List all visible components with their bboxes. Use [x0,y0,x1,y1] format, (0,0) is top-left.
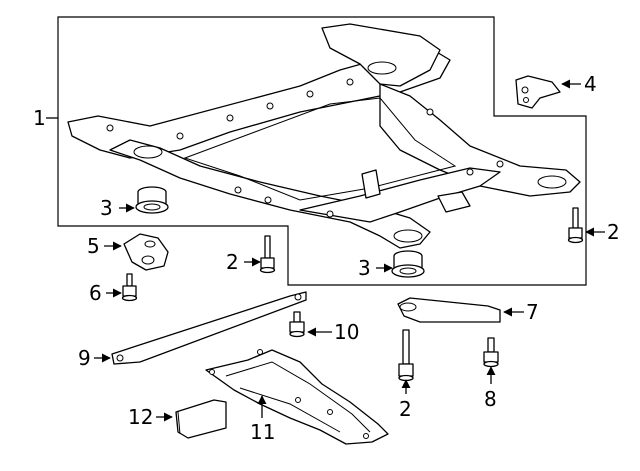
callout-5: 5 [87,234,100,258]
subframe-group-outline [57,16,587,286]
callout-8: 8 [484,387,497,411]
callout-12: 12 [128,405,153,429]
bolt-icon-4 [289,311,305,338]
bracket-icon-2 [123,233,169,271]
splash-shield-icon-2 [175,399,227,439]
callout-3-right: 3 [358,256,371,280]
callout-2-lower: 2 [399,397,412,421]
brace-bar-icon [397,297,501,323]
bolt-icon [567,207,584,244]
callout-7: 7 [526,300,539,324]
callout-10: 10 [334,320,359,344]
rubber-insulator-icon [135,186,169,214]
bolt-icon-3 [121,273,138,302]
brace-bar-icon-2 [111,291,307,365]
bolt-icon-2 [259,235,276,274]
splash-shield-icon [205,349,389,445]
callout-3-left: 3 [100,196,113,220]
callout-6: 6 [89,281,102,305]
crossmember-subframe-icon [67,23,581,249]
bracket-icon [515,75,561,109]
callout-11: 11 [250,420,275,444]
bolt-icon-6 [483,337,499,368]
rubber-insulator-icon-2 [391,250,425,278]
callout-9: 9 [78,346,91,370]
bolt-icon-5 [398,329,414,382]
callout-4: 4 [584,72,597,96]
leader-lines [46,79,605,422]
callout-1: 1 [33,106,46,130]
callout-2-right: 2 [607,220,620,244]
callout-2-center: 2 [226,250,239,274]
